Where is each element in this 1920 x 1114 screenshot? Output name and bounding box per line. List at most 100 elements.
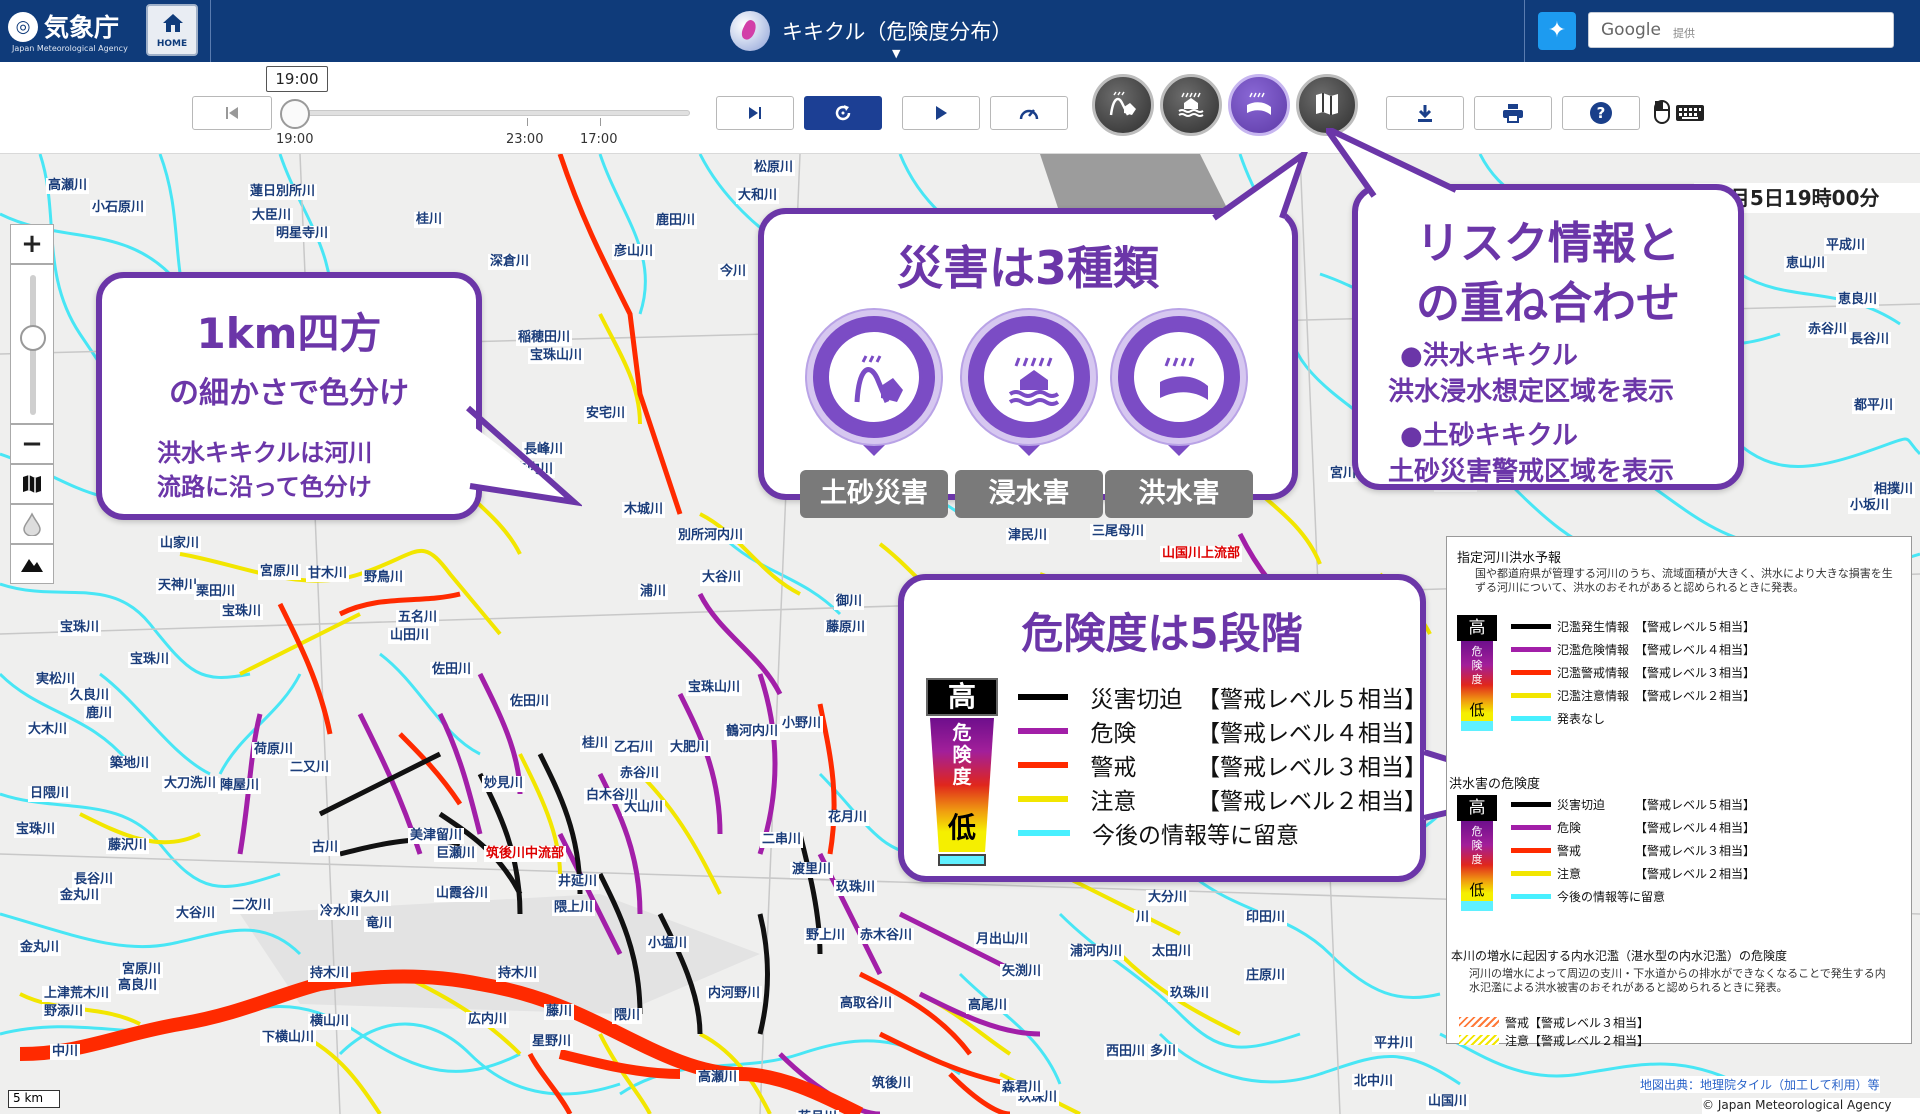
river-label: 山田川 bbox=[388, 628, 432, 644]
zoom-out-button[interactable]: − bbox=[10, 424, 54, 464]
level-name: 危険 bbox=[1090, 721, 1137, 747]
zoom-slider[interactable] bbox=[10, 264, 54, 424]
time-tick-label: 17:00 bbox=[580, 132, 618, 147]
legend-color-swatch bbox=[1511, 847, 1551, 853]
legend-low-label: 低 bbox=[1469, 881, 1485, 899]
legend-color-swatch bbox=[1511, 623, 1551, 629]
hazard-badge-inner bbox=[1130, 328, 1228, 426]
river-label: 久良川 bbox=[68, 688, 112, 704]
river-label: 稲穂田川 bbox=[516, 330, 573, 346]
map-source-credit[interactable]: 地図出典：地理院タイル（加工して利用）等 bbox=[1640, 1076, 1880, 1093]
jma-logo[interactable]: ◎ 気象庁 Japan Meteorological Agency bbox=[8, 6, 140, 56]
help-icon: ? bbox=[1590, 102, 1612, 124]
river-label: 筑後川 bbox=[870, 1076, 914, 1092]
river-label: 佐田川 bbox=[508, 694, 552, 710]
twitter-button[interactable]: ✦ bbox=[1538, 12, 1576, 50]
level-name: 注意 bbox=[1090, 789, 1137, 815]
river-label: 小野川 bbox=[780, 716, 824, 732]
river-label: 深倉川 bbox=[488, 254, 532, 270]
level-color-swatch bbox=[1018, 796, 1069, 802]
refresh-button[interactable] bbox=[804, 96, 882, 130]
river-label: 栗田川 bbox=[194, 584, 238, 600]
legend-hatch-swatch bbox=[1459, 1035, 1499, 1045]
river-label: 二又川 bbox=[288, 760, 332, 776]
river-label: 高瀬川 bbox=[696, 1070, 740, 1086]
legend-high-label: 高 bbox=[1457, 615, 1497, 641]
legend-row: 災害切迫【警戒レベル５相当】 bbox=[1511, 795, 1755, 813]
layer-landslide-button[interactable] bbox=[1092, 74, 1154, 136]
legend-item-level: 【警戒レベル４相当】 bbox=[1635, 642, 1756, 657]
play-button[interactable] bbox=[902, 96, 980, 130]
river-label: 浦川 bbox=[638, 584, 669, 600]
speed-button[interactable] bbox=[990, 96, 1068, 130]
layer-inundation-button[interactable] bbox=[1160, 74, 1222, 136]
gauge-icon bbox=[1019, 109, 1039, 120]
river-label: 大肥川 bbox=[668, 740, 712, 756]
legend-color-swatch bbox=[1511, 692, 1551, 698]
legend-scale-1: 高 危険度 低 bbox=[1457, 615, 1497, 731]
hazard-pin bbox=[860, 442, 888, 456]
legend-row: 今後の情報等に留意 bbox=[1511, 887, 1665, 905]
river-label: 荷原川 bbox=[252, 742, 296, 758]
legend-item-name: 災害切迫 bbox=[1557, 797, 1606, 812]
river-label: 持木川 bbox=[496, 966, 540, 982]
river-label: 藤原川 bbox=[824, 620, 868, 636]
hazard-badge-inner bbox=[825, 328, 923, 426]
river-label: 宝珠川 bbox=[220, 604, 264, 620]
terrain-button[interactable] bbox=[10, 544, 54, 584]
river-label: 中川 bbox=[50, 1044, 81, 1060]
hazard-badge bbox=[1112, 310, 1246, 444]
river-label: 森君川 bbox=[1000, 1080, 1044, 1096]
download-button[interactable] bbox=[1386, 96, 1464, 130]
river-label: 山家川 bbox=[158, 536, 202, 552]
time-slider-thumb[interactable] bbox=[280, 99, 310, 129]
river-label: 大臣川 bbox=[250, 208, 294, 224]
download-icon bbox=[1418, 105, 1432, 122]
danger-level-row: 危険【警戒レベル４相当】 bbox=[1018, 714, 1427, 748]
callout-resolution-title: 1km四方 bbox=[196, 309, 382, 358]
legend-item-level: 【警戒レベル４相当】 bbox=[1635, 820, 1756, 835]
river-label: 二次川 bbox=[230, 898, 274, 914]
legend-hatch-label: 警戒【警戒レベル３相当】 bbox=[1505, 1015, 1650, 1030]
google-search-input[interactable]: Google 提供 bbox=[1588, 12, 1894, 48]
home-button[interactable]: HOME bbox=[146, 4, 198, 56]
zoom-slider-thumb[interactable] bbox=[20, 325, 46, 351]
river-label: 日隈川 bbox=[28, 786, 72, 802]
rain-layer-button[interactable] bbox=[10, 504, 54, 544]
level-alert: 【警戒レベル５相当】 bbox=[1197, 687, 1428, 713]
legend-row: 氾濫注意情報【警戒レベル２相当】 bbox=[1511, 686, 1755, 704]
map-layer-button[interactable] bbox=[10, 464, 54, 504]
layer-flood-button[interactable] bbox=[1228, 74, 1290, 136]
legend-none-swatch bbox=[1461, 721, 1493, 731]
help-button[interactable]: ? bbox=[1562, 96, 1640, 130]
legend-row: 氾濫危険情報【警戒レベル４相当】 bbox=[1511, 640, 1755, 658]
callout-risk-flood-desc: 洪水浸水想定区域を表示 bbox=[1388, 377, 1675, 407]
river-label: 陣屋川 bbox=[218, 778, 262, 794]
river-label: 鹿田川 bbox=[654, 213, 698, 229]
time-tick-label: 19:00 bbox=[276, 132, 314, 147]
river-label: 玖珠川 bbox=[834, 880, 878, 896]
skip-to-first-button[interactable] bbox=[192, 96, 272, 130]
zoom-in-button[interactable]: + bbox=[10, 224, 54, 264]
river-label: 明星寺川 bbox=[274, 226, 331, 242]
river-label: 大木川 bbox=[26, 722, 70, 738]
legend-hatch-row: 警戒【警戒レベル３相当】 bbox=[1459, 1013, 1649, 1031]
river-label: 赤谷川 bbox=[618, 766, 662, 782]
print-button[interactable] bbox=[1474, 96, 1552, 130]
level-alert: 【警戒レベル２相当】 bbox=[1197, 789, 1428, 815]
callout-resolution-note: 洪水キキクルは河川 流路に沿って色分け bbox=[157, 436, 372, 504]
time-slider-track[interactable] bbox=[295, 110, 690, 116]
hazard-badge-inner bbox=[980, 328, 1078, 426]
river-label: 宝珠川 bbox=[128, 652, 172, 668]
river-label: 三尾母川 bbox=[1090, 524, 1147, 540]
header-bar: ◎ 気象庁 Japan Meteorological Agency HOME キ… bbox=[0, 0, 1920, 62]
danger-level-row: 災害切迫【警戒レベル５相当】 bbox=[1018, 680, 1428, 714]
layer-map-button[interactable] bbox=[1296, 74, 1358, 136]
app-title: キキクル（危険度分布） bbox=[782, 20, 1013, 44]
skip-forward-icon bbox=[749, 107, 761, 119]
callout-resolution-subtitle: の細かさで色分け bbox=[169, 376, 409, 411]
latest-button[interactable] bbox=[716, 96, 794, 130]
river-label: 長谷川 bbox=[1848, 332, 1892, 348]
legend-row: 危険【警戒レベル４相当】 bbox=[1511, 818, 1755, 836]
app-title-dropdown[interactable]: キキクル（危険度分布） ▼ bbox=[730, 11, 1013, 60]
